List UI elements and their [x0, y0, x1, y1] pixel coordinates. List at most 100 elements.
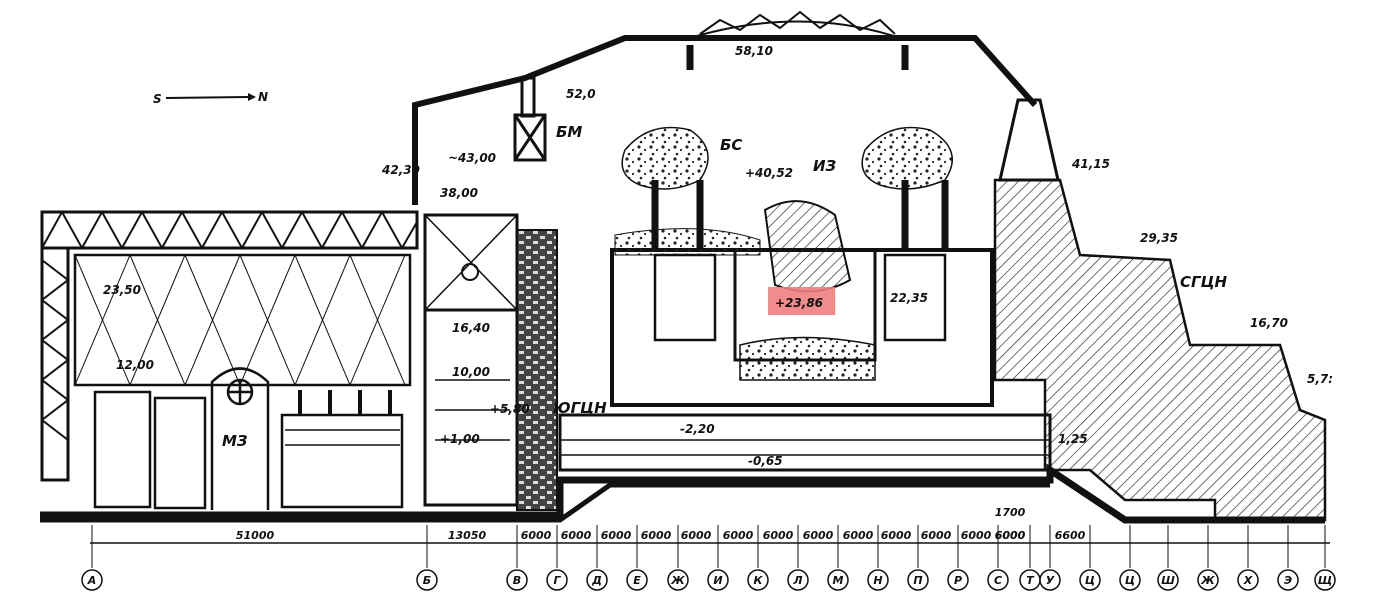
axis-label: Ш — [1161, 574, 1175, 587]
turbine-hall-truss — [40, 209, 419, 482]
axis-bubble — [1119, 569, 1141, 591]
axis-bubble — [907, 569, 929, 591]
elev-minus-0-65: -0,65 — [748, 454, 783, 468]
axis-label: Л — [792, 574, 802, 587]
elev-29-35: 29,35 — [1140, 231, 1178, 245]
dimension-label: 51000 — [236, 529, 275, 542]
axis-label: Щ — [1318, 574, 1333, 587]
axis-bubble — [1039, 569, 1061, 591]
axis-label: А — [87, 574, 97, 587]
label-bs: БС — [720, 136, 742, 154]
top-truss — [689, 10, 901, 39]
elevation-labels: 58,10 52,0 ~43,00 42,39 41,15 +40,52 38,… — [103, 44, 1333, 468]
axis-label: Г — [553, 574, 561, 587]
elev-58-10: 58,10 — [735, 44, 773, 58]
dimension-label: 6000 — [995, 529, 1026, 542]
axis-label: П — [913, 574, 922, 587]
elev-43-00: ~43,00 — [448, 151, 496, 165]
dimension-label: 13050 — [448, 529, 487, 542]
axis-label: Е — [633, 574, 641, 587]
upper-shield-slab — [763, 200, 852, 293]
deaerator-bay — [423, 213, 519, 507]
axis-bubble — [867, 569, 889, 591]
zone-labels: БМ БС ИЗ МЗ ЮГЦН СГЦН — [222, 123, 1227, 450]
axis-label: Д — [591, 574, 602, 587]
axis-bubble — [1079, 569, 1101, 591]
dimension-label: 6000 — [681, 529, 712, 542]
axis-label: В — [513, 574, 521, 587]
elev-23-50: 23,50 — [103, 283, 141, 297]
axis-label: И — [713, 574, 722, 587]
axis-bubble — [667, 569, 689, 591]
axis-bubble — [827, 569, 849, 591]
axis-bubble — [787, 569, 809, 591]
axis-label: Э — [1284, 574, 1292, 587]
axis-label: Р — [954, 574, 962, 587]
label-iz: ИЗ — [813, 157, 837, 175]
axis-label: Т — [1026, 574, 1035, 587]
elev-41-15: 41,15 — [1071, 157, 1110, 171]
sarcophagus-wall — [993, 98, 1327, 522]
dimension-label: 6000 — [723, 529, 754, 542]
elev-minus-2-20: -2,20 — [680, 422, 715, 436]
label-bm: БМ — [556, 123, 582, 141]
dimension-label: 6000 — [561, 529, 592, 542]
highlight-marker — [768, 287, 835, 315]
axis-label: Ж — [1200, 574, 1215, 587]
axis-label: Н — [873, 574, 882, 587]
elev-40-52: +40,52 — [745, 166, 793, 180]
dimension-label: 6000 — [521, 529, 552, 542]
elev-12-00: 12,00 — [116, 358, 154, 372]
dimension-label: 6000 — [641, 529, 672, 542]
axis-bubble — [707, 569, 729, 591]
axis-label: У — [1046, 574, 1055, 587]
axis-label: Ц — [1085, 574, 1095, 587]
elev-23-86: +23,86 — [775, 296, 823, 310]
axis-label: Б — [423, 574, 431, 587]
axis-bubble — [747, 569, 769, 591]
label-yugcn: ЮГЦН — [553, 399, 607, 417]
axis-bubble — [1197, 569, 1219, 591]
axis-bubble — [416, 569, 438, 591]
axis-bubble — [506, 569, 528, 591]
axis-bubble — [626, 569, 648, 591]
axis-bubble — [586, 569, 608, 591]
dimension-label: 6000 — [961, 529, 992, 542]
elev-52-0: 52,0 — [566, 87, 596, 101]
dimension-label: 6000 — [881, 529, 912, 542]
label-sgcn: СГЦН — [1180, 273, 1227, 291]
turbine-hall-equipment — [93, 367, 404, 510]
axis-bubble — [987, 569, 1009, 591]
axis-bubble — [947, 569, 969, 591]
axis-bubble — [546, 569, 568, 591]
axis-label: Х — [1243, 574, 1253, 587]
elev-1-25: 1,25 — [1058, 432, 1088, 446]
dimension-label: 6000 — [763, 529, 794, 542]
roof-outline — [412, 35, 1038, 205]
dimension-label: 6000 — [843, 529, 874, 542]
compass: S N — [153, 90, 268, 106]
axis-bubble — [81, 569, 103, 591]
bm-tower — [513, 76, 547, 162]
dimension-label: 6000 — [995, 529, 1026, 542]
dimension-label: 6600 — [1055, 529, 1086, 542]
elev-22-35: 22,35 — [890, 291, 928, 305]
foundation-line — [40, 463, 1325, 524]
axis-label: Ж — [670, 574, 685, 587]
masonry-wall — [516, 229, 558, 511]
axis-bubble — [1314, 569, 1336, 591]
reactor-columns — [651, 45, 949, 250]
axis-label: С — [994, 574, 1002, 587]
elev-16-70: 16,70 — [1250, 316, 1288, 330]
axis-bubble — [1277, 569, 1299, 591]
basement — [558, 413, 1052, 472]
dimension-label: 1700 — [995, 506, 1026, 519]
rubble-piles — [614, 126, 953, 381]
elev-5-80: +5,80 — [490, 402, 530, 416]
axis-bubble — [1237, 569, 1259, 591]
elev-38-00: 38,00 — [440, 186, 478, 200]
